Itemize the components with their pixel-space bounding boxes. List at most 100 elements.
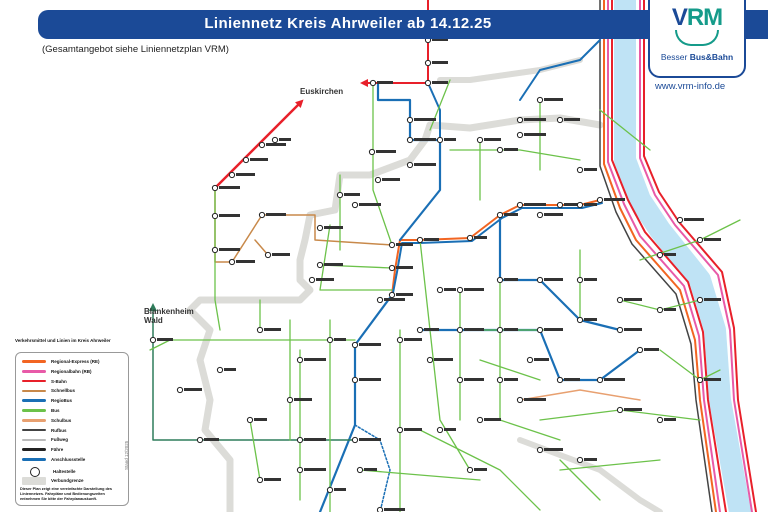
station-stop[interactable] [286,396,294,404]
station-stop[interactable] [526,356,534,364]
station-stop[interactable] [696,376,704,384]
station-stop[interactable] [376,506,384,512]
station-stop[interactable] [316,224,324,232]
station-stop[interactable] [296,466,304,474]
station-stop[interactable] [356,466,364,474]
station-stop[interactable] [416,236,424,244]
station-stop[interactable] [406,161,414,169]
station-stop[interactable] [368,148,376,156]
station-stop[interactable] [556,376,564,384]
station-stop[interactable] [326,486,334,494]
station-stop[interactable] [406,136,414,144]
station-stop[interactable] [576,316,584,324]
station-stop[interactable] [316,261,324,269]
station-stop[interactable] [228,171,236,179]
station-stop[interactable] [374,176,382,184]
station-stop[interactable] [369,79,377,87]
station-stop[interactable] [596,196,604,204]
station-stop[interactable] [516,116,524,124]
station-stop[interactable] [228,258,236,266]
station-stop[interactable] [256,326,264,334]
station-stop[interactable] [536,211,544,219]
station-stop[interactable] [576,201,584,209]
station-stop[interactable] [211,246,219,254]
station-stop[interactable] [496,211,504,219]
station-stop[interactable] [596,376,604,384]
website-link[interactable]: www.vrm-info.de [655,81,726,92]
station-stop[interactable] [351,341,359,349]
station-stop[interactable] [216,366,224,374]
station-stop[interactable] [656,251,664,259]
station-stop[interactable] [516,201,524,209]
station-stop[interactable] [516,131,524,139]
station-stop[interactable] [436,286,444,294]
station-stop[interactable] [696,296,704,304]
station-stop[interactable] [264,251,272,259]
station-stop[interactable] [496,276,504,284]
station-stop[interactable] [388,264,396,272]
station-stop[interactable] [576,276,584,284]
station-stop[interactable] [351,376,359,384]
station-stop[interactable] [576,166,584,174]
station-stop[interactable] [576,456,584,464]
station-stop[interactable] [536,446,544,454]
station-stop[interactable] [656,416,664,424]
station-stop[interactable] [396,336,404,344]
station-stop[interactable] [496,376,504,384]
station-stop[interactable] [211,184,219,192]
station-stop[interactable] [326,336,334,344]
station-stop[interactable] [258,141,266,149]
station-stop[interactable] [476,136,484,144]
station-stop[interactable] [556,201,564,209]
station-stop[interactable] [388,291,396,299]
station-stop[interactable] [556,116,564,124]
station-stop[interactable] [351,436,359,444]
station-stop[interactable] [351,201,359,209]
station-label-mark [279,138,291,141]
station-stop[interactable] [496,146,504,154]
station-stop[interactable] [211,212,219,220]
station-stop[interactable] [271,136,279,144]
station-stop[interactable] [196,436,204,444]
station-stop[interactable] [616,296,624,304]
station-stop[interactable] [656,306,664,314]
station-stop[interactable] [536,326,544,334]
station-stop[interactable] [416,326,424,334]
legend-item: Rufbus [22,428,67,433]
station-label-mark [704,238,721,241]
station-stop[interactable] [176,386,184,394]
station-stop[interactable] [396,426,404,434]
station-stop[interactable] [616,326,624,334]
station-stop[interactable] [376,296,384,304]
station-stop[interactable] [436,136,444,144]
station-stop[interactable] [296,356,304,364]
station-stop[interactable] [536,96,544,104]
station-stop[interactable] [388,241,396,249]
station-stop[interactable] [696,236,704,244]
station-stop[interactable] [336,191,344,199]
station-stop[interactable] [496,326,504,334]
station-stop[interactable] [246,416,254,424]
station-stop[interactable] [424,59,432,67]
station-stop[interactable] [406,116,414,124]
station-stop[interactable] [256,476,264,484]
station-stop[interactable] [149,336,157,344]
station-stop[interactable] [242,156,250,164]
station-stop[interactable] [466,466,474,474]
station-stop[interactable] [258,211,266,219]
station-stop[interactable] [456,326,464,334]
station-stop[interactable] [424,79,432,87]
station-stop[interactable] [456,286,464,294]
station-stop[interactable] [676,216,684,224]
station-stop[interactable] [636,346,644,354]
station-stop[interactable] [466,234,474,242]
station-stop[interactable] [436,426,444,434]
station-stop[interactable] [516,396,524,404]
station-stop[interactable] [456,376,464,384]
station-stop[interactable] [296,436,304,444]
station-stop[interactable] [426,356,434,364]
station-stop[interactable] [616,406,624,414]
station-stop[interactable] [536,276,544,284]
station-stop[interactable] [476,416,484,424]
station-stop[interactable] [308,276,316,284]
